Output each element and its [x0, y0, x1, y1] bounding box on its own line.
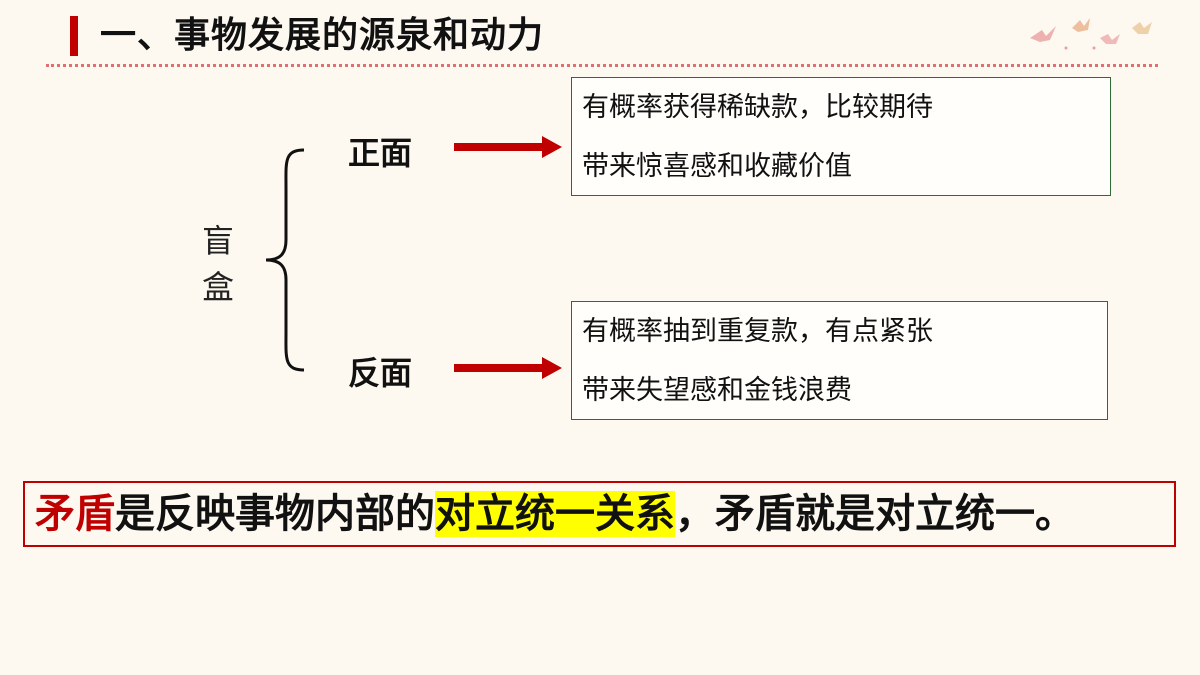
- positive-line-2: 带来惊喜感和收藏价值: [582, 151, 852, 182]
- left-brace: [265, 148, 305, 372]
- branch-negative-label: 反面: [348, 354, 413, 392]
- positive-description-box: 有概率获得稀缺款，比较期待 带来惊喜感和收藏价值: [571, 77, 1111, 196]
- conclusion-text-1: 是反映事物内部的: [115, 491, 435, 537]
- root-char-2: 盒: [201, 268, 234, 306]
- arrow-right-icon: [454, 136, 562, 158]
- arrow-right-icon: [454, 357, 562, 379]
- diagram-root: 盲 盒: [198, 218, 238, 310]
- negative-line-2: 带来失望感和金钱浪费: [582, 375, 852, 406]
- positive-line-1: 有概率获得稀缺款，比较期待: [582, 92, 933, 123]
- title-divider: [46, 64, 1158, 67]
- conclusion-highlight: 对立统一关系: [435, 491, 675, 537]
- conclusion-term: 矛盾: [35, 491, 115, 537]
- root-char-1: 盲: [201, 222, 234, 260]
- negative-line-1: 有概率抽到重复款，有点紧张: [582, 316, 933, 347]
- bird-decoration-icon: [1030, 18, 1152, 50]
- conclusion-text-2: ，矛盾就是对立统一。: [675, 491, 1075, 537]
- negative-description-box: 有概率抽到重复款，有点紧张 带来失望感和金钱浪费: [571, 301, 1108, 420]
- branch-positive-label: 正面: [348, 134, 413, 172]
- title-accent-bar: [70, 16, 78, 56]
- page-title: 一、事物发展的源泉和动力: [100, 15, 545, 56]
- conclusion-statement: 矛盾是反映事物内部的对立统一关系，矛盾就是对立统一。: [23, 481, 1176, 547]
